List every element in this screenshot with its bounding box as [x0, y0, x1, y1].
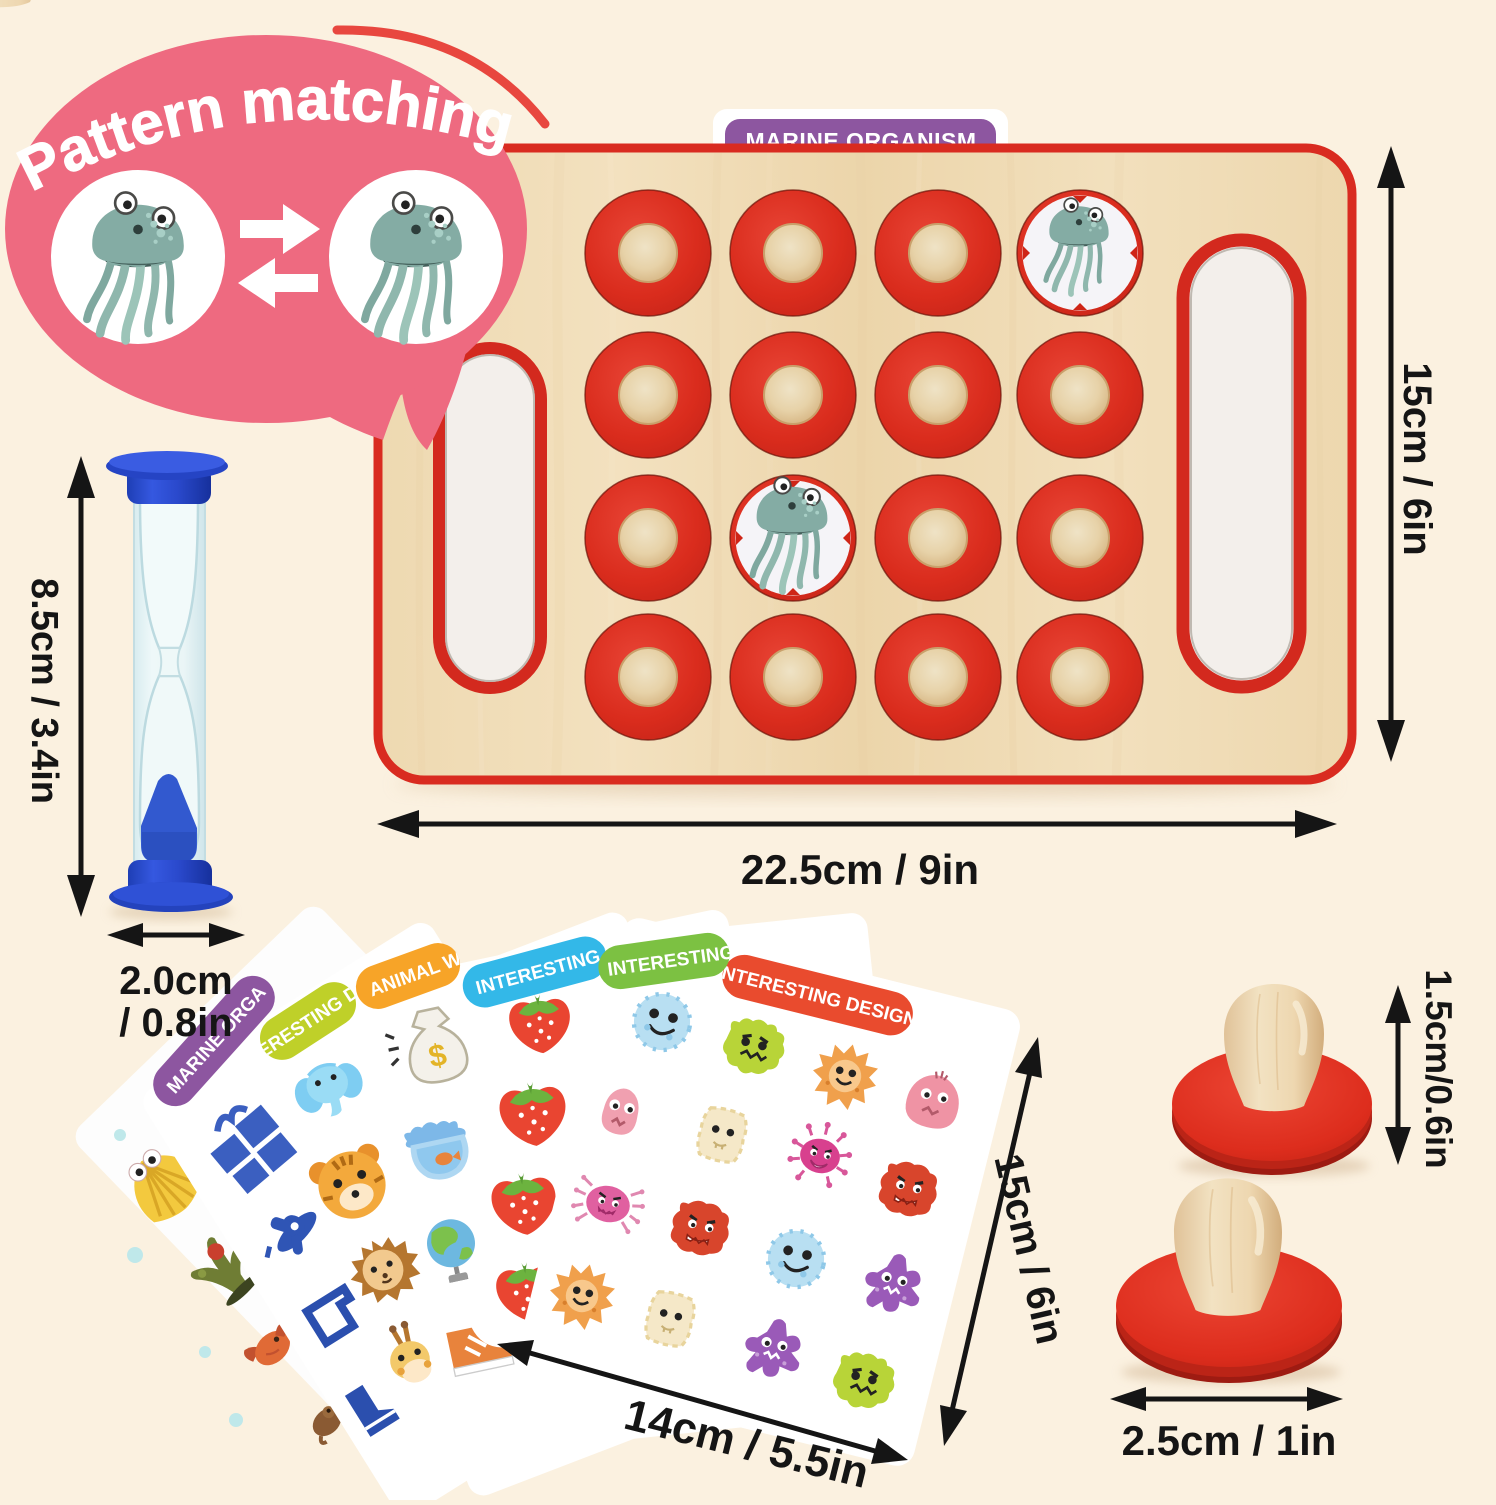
svg-text:15cm / 6in: 15cm / 6in — [1395, 362, 1439, 555]
svg-text:2.0cm: 2.0cm — [119, 959, 232, 1003]
svg-text:22.5cm / 9in: 22.5cm / 9in — [741, 846, 979, 893]
svg-text:1.5cm/0.6in: 1.5cm/0.6in — [1418, 969, 1459, 1169]
svg-text:/ 0.8in: / 0.8in — [119, 1001, 232, 1045]
svg-text:8.5cm / 3.4in: 8.5cm / 3.4in — [23, 578, 65, 804]
svg-text:2.5cm / 1in: 2.5cm / 1in — [1122, 1417, 1337, 1464]
